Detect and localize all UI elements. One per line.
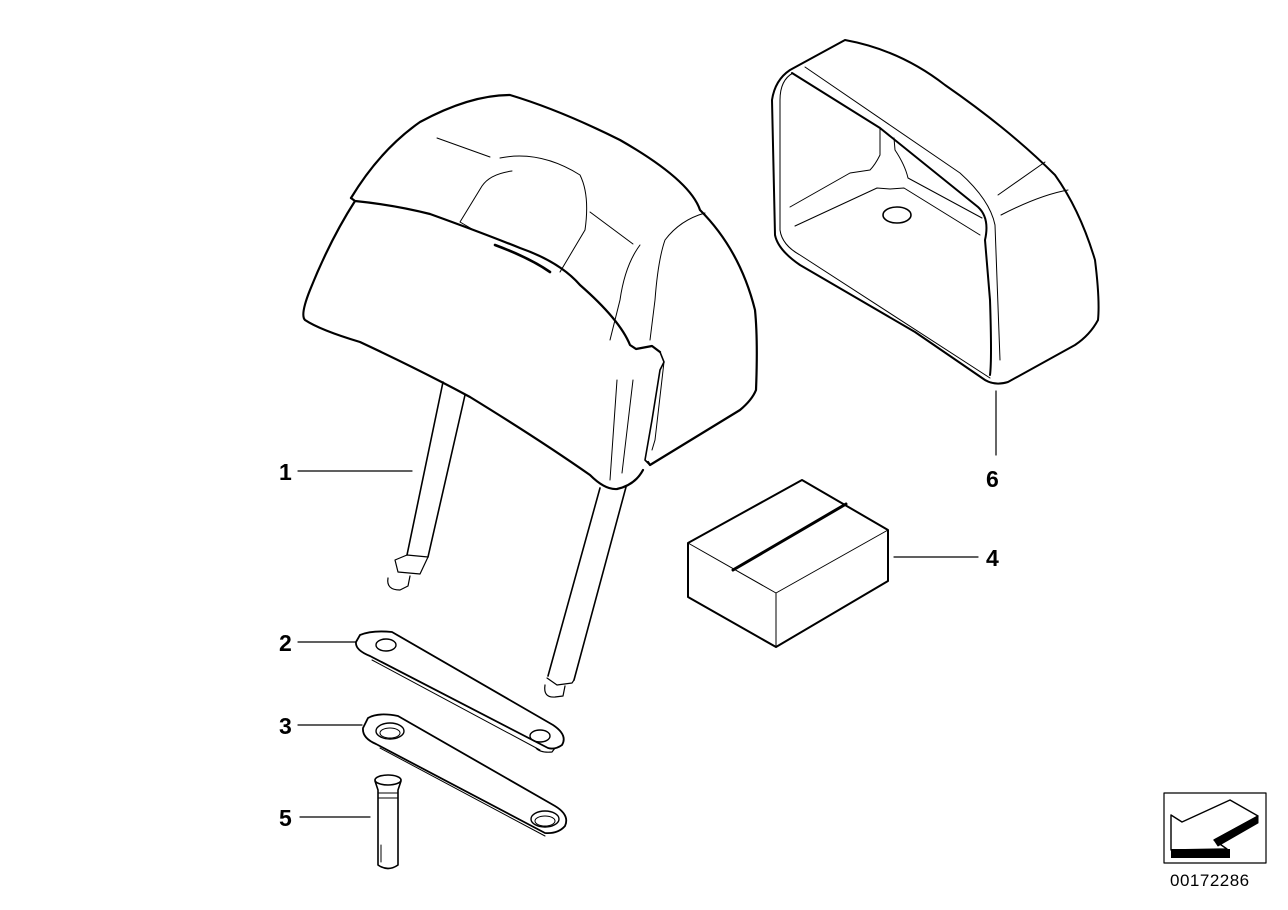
leader-lines [297,390,997,818]
guide-sleeve-part[interactable] [374,774,402,870]
nav-arrow-frame[interactable] [1163,792,1267,864]
callout-2[interactable]: 2 [279,630,292,656]
callout-1[interactable]: 1 [279,459,292,485]
headrest-cover-part[interactable] [771,39,1100,385]
diagram-reference-number: 00172286 [1170,871,1250,890]
callout-5[interactable]: 5 [279,805,292,831]
lower-guide-plate-part[interactable] [362,713,568,837]
callout-4[interactable]: 4 [986,545,999,571]
parts-box-part[interactable] [687,479,889,648]
callout-6[interactable]: 6 [986,466,999,492]
callout-3[interactable]: 3 [279,713,292,739]
arrow-left-down-icon[interactable] [1170,799,1259,858]
headrest-part[interactable] [302,93,758,698]
upper-guide-plate-part[interactable] [355,630,565,753]
